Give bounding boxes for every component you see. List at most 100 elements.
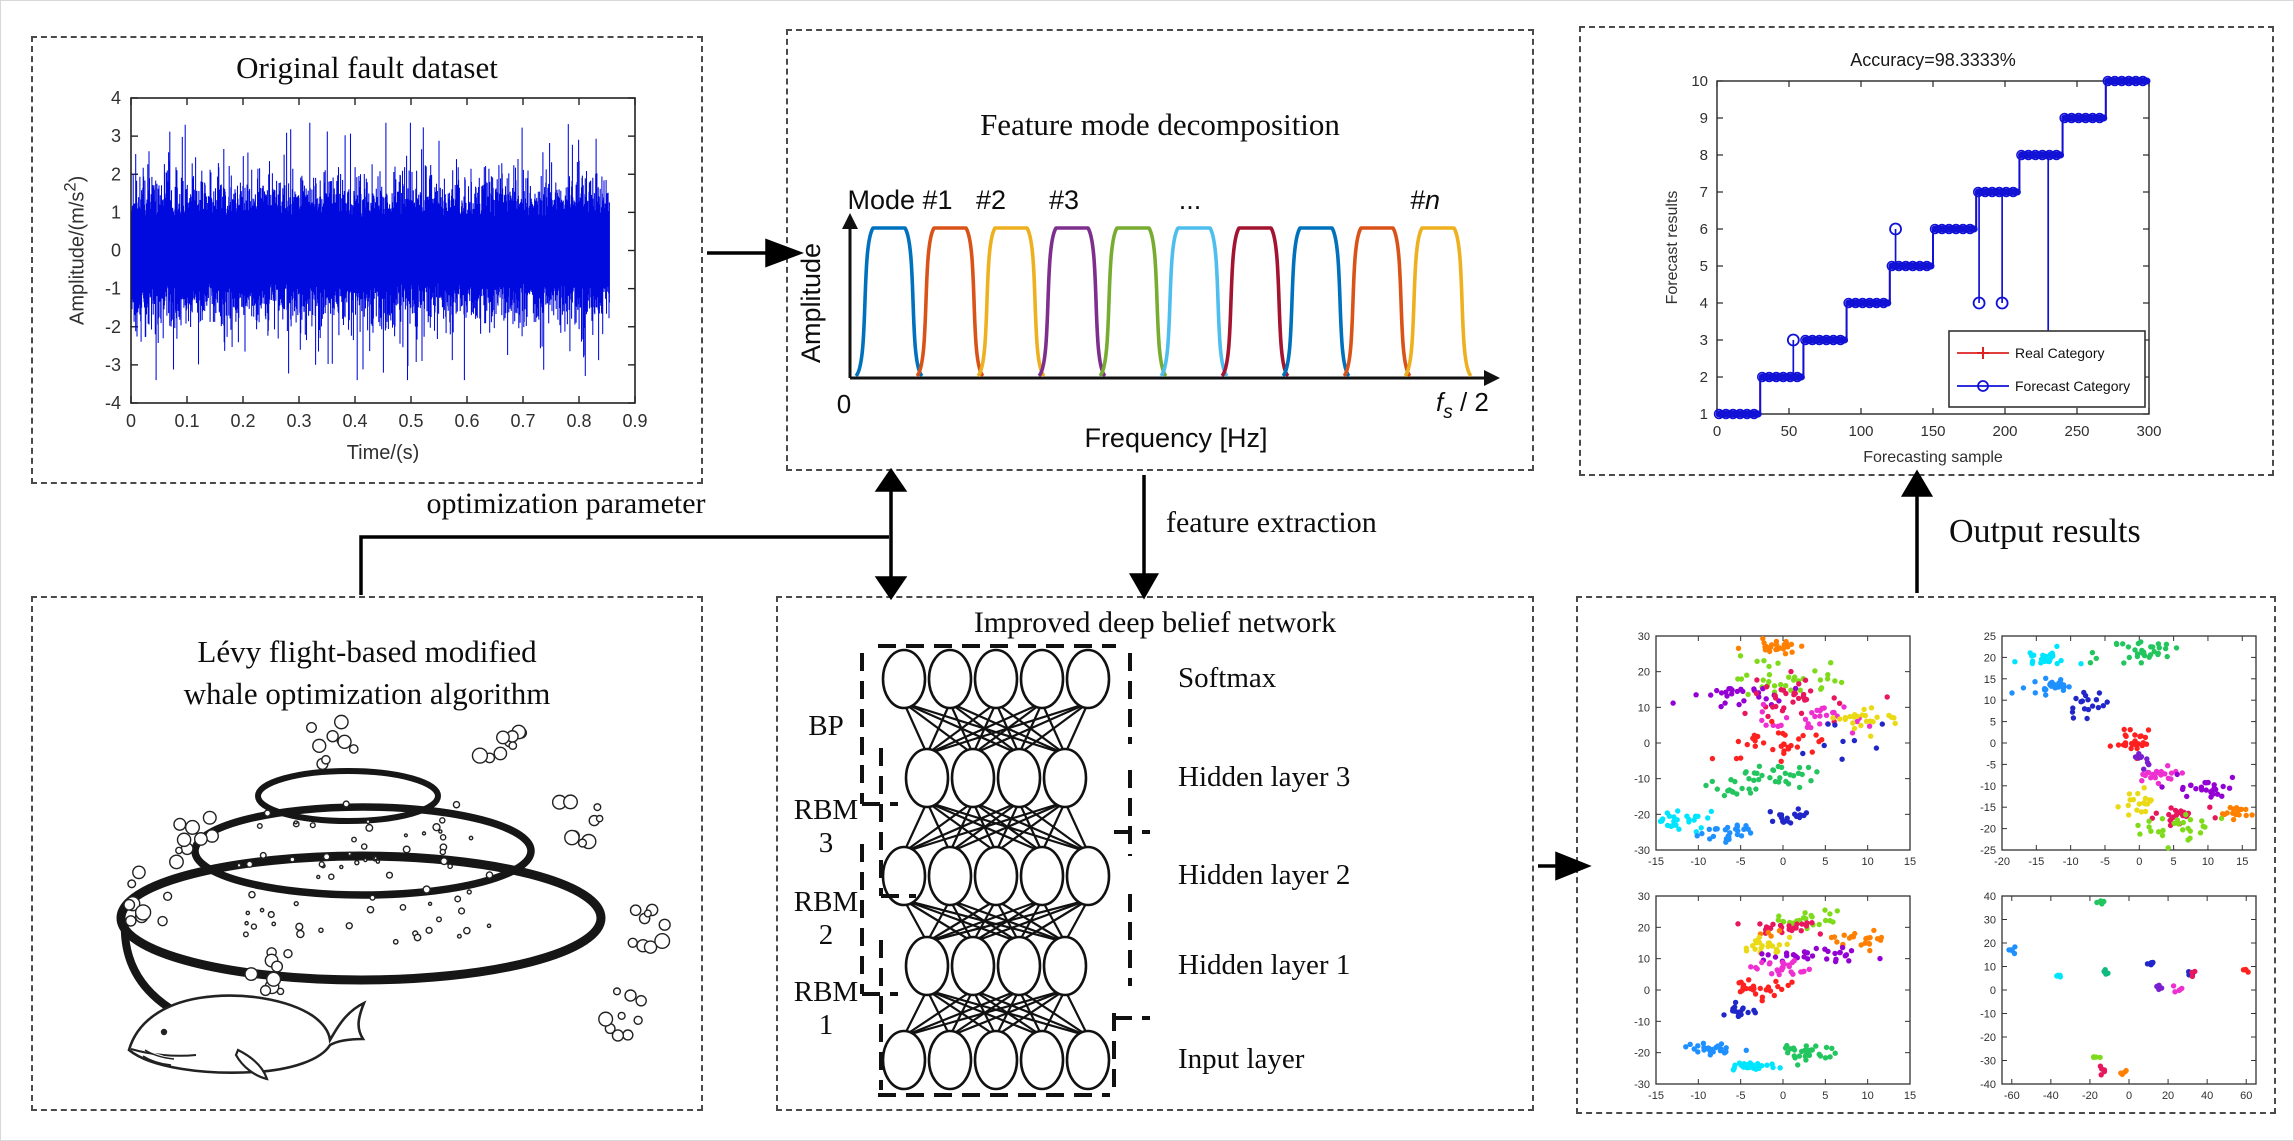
- svg-text:Time/(s): Time/(s): [347, 442, 420, 464]
- svg-text:6: 6: [1700, 221, 1708, 238]
- svg-text:8: 8: [1700, 147, 1708, 164]
- whale-figure: [127, 994, 367, 1081]
- optimization-parameter-label: optimization parameter: [426, 487, 706, 520]
- svg-text:0.4: 0.4: [342, 411, 367, 431]
- svg-text:-20: -20: [1994, 856, 2010, 868]
- svg-text:-10: -10: [1690, 856, 1706, 868]
- svg-text:1: 1: [1700, 406, 1708, 423]
- svg-text:1: 1: [111, 202, 121, 222]
- svg-text:7: 7: [1700, 184, 1708, 201]
- svg-text:-3: -3: [105, 355, 121, 375]
- svg-text:3: 3: [1700, 332, 1708, 349]
- svg-text:10: 10: [1862, 856, 1874, 868]
- svg-text:-40: -40: [1980, 1079, 1996, 1091]
- svg-text:5: 5: [1822, 856, 1828, 868]
- svg-text:3: 3: [111, 126, 121, 146]
- svg-text:0: 0: [1713, 423, 1721, 440]
- svg-text:0.3: 0.3: [286, 411, 311, 431]
- svg-text:-5: -5: [1736, 1090, 1746, 1102]
- svg-text:0: 0: [2136, 856, 2142, 868]
- svg-text:-60: -60: [2004, 1090, 2020, 1102]
- svg-text:0.5: 0.5: [398, 411, 423, 431]
- svg-text:-20: -20: [1980, 824, 1996, 836]
- svg-text:#n: #n: [1410, 185, 1440, 215]
- svg-text:Amplitude: Amplitude: [796, 243, 826, 363]
- svg-text:Accuracy=98.3333%: Accuracy=98.3333%: [1850, 50, 2016, 70]
- svg-text:0.7: 0.7: [510, 411, 535, 431]
- dbn-label-hidden1: Hidden layer 1: [1178, 949, 1351, 981]
- svg-text:10: 10: [1638, 702, 1650, 714]
- svg-text:0: 0: [1990, 738, 1996, 750]
- svg-text:5: 5: [1990, 717, 1996, 729]
- dbn-label-softmax: Softmax: [1178, 662, 1277, 694]
- svg-text:60: 60: [2240, 1090, 2252, 1102]
- dbn-label-input: Input layer: [1178, 1043, 1305, 1075]
- svg-text:-1: -1: [105, 279, 121, 299]
- dbn-label-hidden2: Hidden layer 2: [1178, 859, 1351, 891]
- svg-text:-5: -5: [1986, 759, 1996, 771]
- svg-text:0: 0: [1644, 985, 1650, 997]
- svg-text:-15: -15: [1980, 802, 1996, 814]
- dbn-label-bp: BP: [808, 710, 844, 742]
- svg-text:Real Category: Real Category: [2015, 345, 2105, 361]
- svg-text:4: 4: [111, 88, 121, 108]
- svg-text:200: 200: [1992, 423, 2017, 440]
- optimization-connector: [359, 535, 889, 595]
- svg-text:10: 10: [1691, 73, 1708, 90]
- box-feature-scatter-grid: -15 -10 -5 0 5 10 15 -30 -20 -10 0 10 20 30 -20 -15 -10 -…: [1576, 596, 2276, 1114]
- svg-text:-30: -30: [1980, 1056, 1996, 1068]
- svg-text:-15: -15: [2028, 856, 2044, 868]
- svg-text:-2: -2: [105, 317, 121, 337]
- svg-text:#2: #2: [976, 185, 1006, 215]
- svg-text:30: 30: [1638, 891, 1650, 903]
- svg-text:10: 10: [1984, 695, 1996, 707]
- box5-title: Improved deep belief network: [973, 606, 1337, 639]
- svg-text:-5: -5: [2100, 856, 2110, 868]
- box-whale-optimization: Lévy flight-based modified whale optimiz…: [31, 596, 703, 1111]
- svg-text:Frequency [Hz]: Frequency [Hz]: [1084, 423, 1267, 453]
- svg-text:Forecast results: Forecast results: [1664, 191, 1681, 305]
- svg-text:fs / 2: fs / 2: [1436, 387, 1489, 423]
- svg-text:-25: -25: [1980, 845, 1996, 857]
- svg-text:-10: -10: [1634, 1016, 1650, 1028]
- box1-title: Original fault dataset: [236, 50, 498, 85]
- svg-text:20: 20: [1984, 652, 1996, 664]
- svg-text:20: 20: [1638, 922, 1650, 934]
- svg-text:-10: -10: [1690, 1090, 1706, 1102]
- svg-text:20: 20: [1638, 667, 1650, 679]
- dbn-network: [860, 644, 1150, 1097]
- svg-text:20: 20: [1984, 938, 1996, 950]
- svg-text:2: 2: [1700, 369, 1708, 386]
- svg-text:0: 0: [1780, 856, 1786, 868]
- svg-text:4: 4: [1700, 295, 1708, 312]
- svg-text:0.2: 0.2: [230, 411, 255, 431]
- svg-text:10: 10: [2202, 856, 2214, 868]
- svg-text:-20: -20: [1634, 809, 1650, 821]
- svg-text:Forecasting sample: Forecasting sample: [1863, 449, 2003, 466]
- scatter-grid: -15 -10 -5 0 5 10 15 -30 -20 -10 0 10 20 30 -20 -15 -10 -…: [1634, 631, 2257, 1102]
- svg-text:5: 5: [2171, 856, 2177, 868]
- svg-text:150: 150: [1920, 423, 1945, 440]
- svg-text:-10: -10: [2063, 856, 2079, 868]
- svg-text:10: 10: [1984, 962, 1996, 974]
- svg-text:0: 0: [126, 411, 136, 431]
- svg-text:-15: -15: [1648, 856, 1664, 868]
- svg-text:9: 9: [1700, 110, 1708, 127]
- svg-text:#3: #3: [1049, 185, 1079, 215]
- svg-text:5: 5: [1822, 1090, 1828, 1102]
- svg-text:0: 0: [1990, 985, 1996, 997]
- box-original-fault-dataset: Original fault dataset Amplitude/(m/s2) …: [31, 36, 703, 484]
- svg-text:0.6: 0.6: [454, 411, 479, 431]
- svg-text:0.1: 0.1: [174, 411, 199, 431]
- svg-text:Forecast Category: Forecast Category: [2015, 378, 2130, 394]
- output-results-label: Output results: [1949, 513, 2141, 550]
- svg-text:15: 15: [1904, 856, 1916, 868]
- svg-text:0: 0: [1780, 1090, 1786, 1102]
- box-feature-mode-decomposition: Feature mode decomposition Mode #1#2#3..…: [786, 29, 1534, 471]
